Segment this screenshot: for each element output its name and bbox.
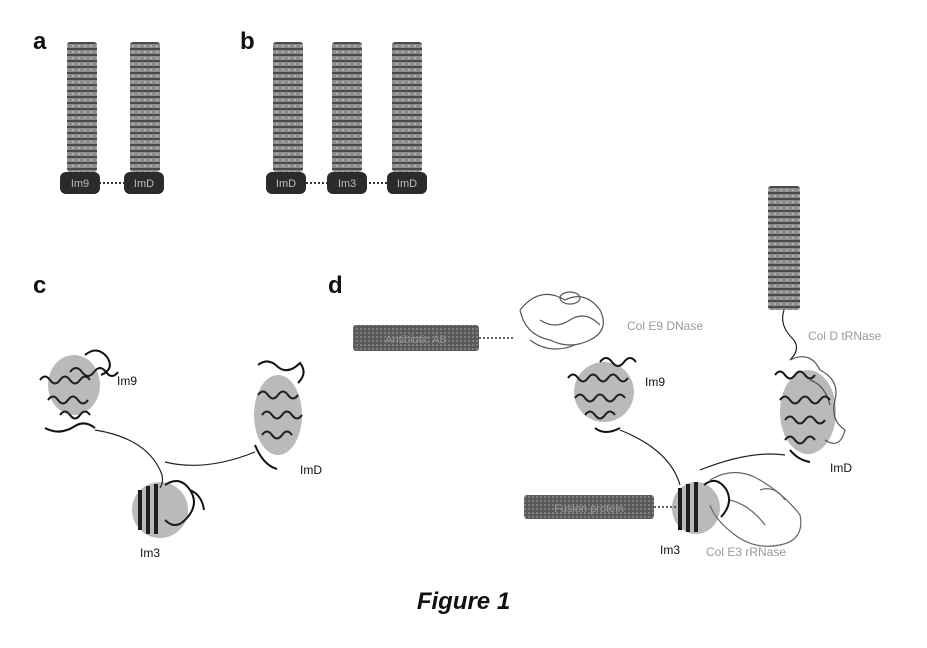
imd-label: ImD	[300, 463, 322, 477]
panel-c: Im9 ImD Im3	[40, 350, 322, 560]
im-box-label: ImD	[134, 178, 154, 190]
antibody-column	[392, 42, 422, 172]
im9-label: Im9	[117, 374, 137, 388]
fusion-bar-lower-label: Fusion protein	[554, 503, 624, 515]
col-e3-label: Col E3 rRNase	[706, 545, 786, 559]
im-box-label: Im3	[338, 178, 356, 190]
im-box-label: Im9	[71, 178, 89, 190]
col-d-label: Col D tRNase	[808, 329, 882, 343]
antibody-column	[67, 42, 97, 172]
im3-structure-d	[672, 481, 729, 534]
linker	[783, 310, 797, 360]
col-e9-label: Col E9 DNase	[627, 319, 703, 333]
fusion-bar-upper-label: Antibiotic AB	[385, 334, 447, 346]
im3-structure	[132, 481, 204, 538]
im-box-label: ImD	[397, 178, 417, 190]
imd-label-d: ImD	[830, 461, 852, 475]
antibody-column	[768, 186, 800, 310]
im-box-label: ImD	[276, 178, 296, 190]
linker	[700, 454, 785, 470]
figure-title: Figure 1	[0, 588, 927, 616]
linker	[95, 430, 163, 488]
antibody-column	[130, 42, 160, 172]
antibody-column	[332, 42, 362, 172]
panel-d: Antibiotic AB Col E9 DNase Im9 Col D tRN…	[353, 186, 882, 559]
im9-structure-d	[568, 358, 636, 432]
imd-structure	[254, 361, 304, 469]
linker	[620, 430, 680, 485]
im9-structure	[40, 350, 118, 431]
im3-label-d: Im3	[660, 543, 680, 557]
col-e9-dnase-structure	[520, 292, 603, 349]
im9-label-d: Im9	[645, 375, 665, 389]
panel-b: ImD Im3 ImD	[266, 42, 427, 194]
linker	[165, 452, 255, 465]
im3-label: Im3	[140, 546, 160, 560]
antibody-column	[273, 42, 303, 172]
col-e3-rrnase-structure	[710, 473, 801, 547]
panel-a: Im9 ImD	[60, 42, 164, 194]
imd-structure-d	[775, 370, 836, 462]
